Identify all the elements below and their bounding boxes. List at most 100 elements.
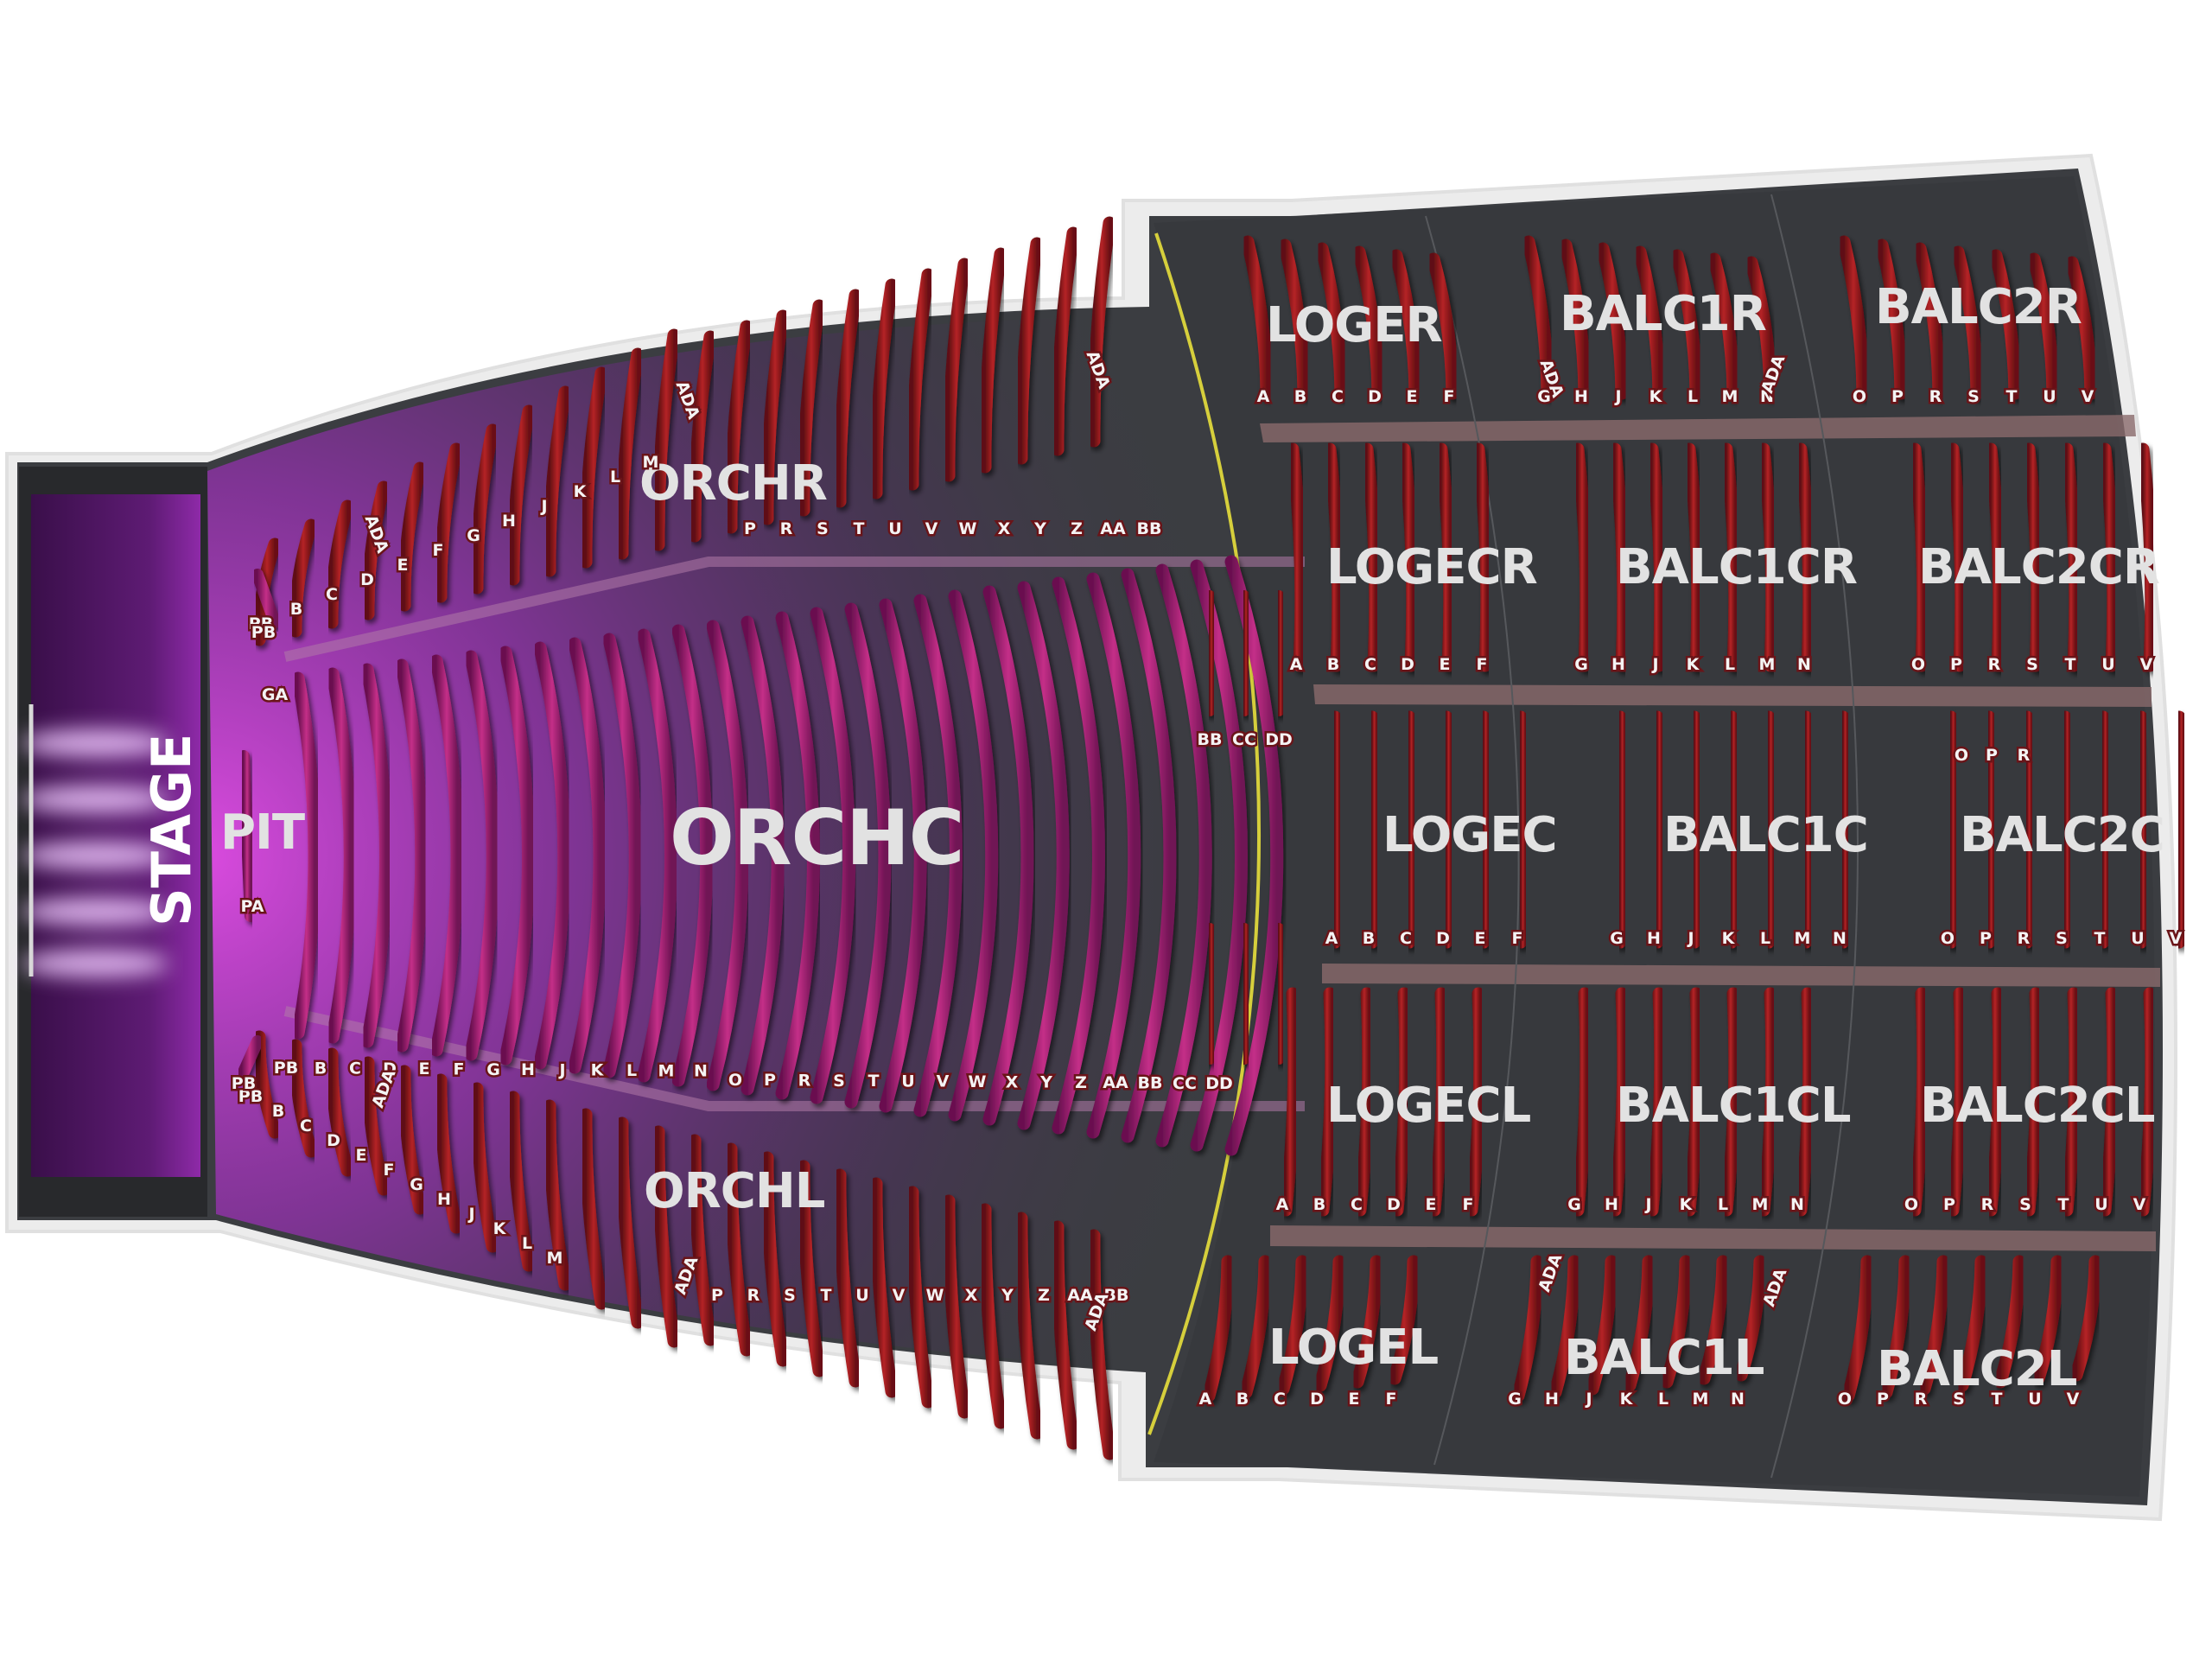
orchr-seat-row[interactable] <box>325 499 354 629</box>
balc2cl-seat-row[interactable] <box>2060 987 2082 1217</box>
orchl-seat-row[interactable] <box>1087 1229 1116 1460</box>
orchl-seat-row[interactable] <box>325 1047 354 1177</box>
loger-seat-row[interactable] <box>1352 245 1385 400</box>
orchc-seat-row[interactable] <box>948 589 999 1122</box>
balc1cr-seat-row[interactable] <box>1645 442 1668 672</box>
section-balc1c-label[interactable]: BALC1C <box>1663 807 1869 863</box>
logecr-seat-row[interactable] <box>1286 442 1308 672</box>
balc1cr-seat-row[interactable] <box>1571 442 1593 672</box>
logecl-seat-row[interactable] <box>1465 987 1487 1217</box>
orchl-seat-row[interactable] <box>869 1177 899 1398</box>
section-balc1l-label[interactable]: BALC1L <box>1564 1330 1765 1386</box>
orchr-seat-row[interactable] <box>397 461 427 612</box>
balc2c-seat-row[interactable] <box>2020 710 2038 949</box>
orchl-seat-row[interactable] <box>543 1099 572 1291</box>
logel-seat-row[interactable] <box>1351 1255 1383 1389</box>
balc2r-seat-row[interactable] <box>1989 249 2022 400</box>
logecr-seat-row[interactable] <box>1471 442 1494 672</box>
orchc-seat-row[interactable] <box>810 607 856 1104</box>
balc1cl-seat-row[interactable] <box>1571 987 1593 1217</box>
balc2l-seat-row[interactable] <box>1879 1255 1912 1399</box>
logecl-seat-row[interactable] <box>1390 987 1413 1217</box>
balc1l-seat-row[interactable] <box>1548 1255 1581 1399</box>
balc2r-seat-row[interactable] <box>2065 256 2098 400</box>
orchl-seat-row[interactable] <box>361 1056 391 1196</box>
orchc-seat-row[interactable] <box>671 624 714 1087</box>
balc1l-seat-row[interactable] <box>1734 1255 1767 1382</box>
orchr-seat-row[interactable] <box>289 518 318 638</box>
pit-seat-row[interactable] <box>236 1035 264 1082</box>
balc1c-seat-row[interactable] <box>1799 710 1817 949</box>
orchr-seat-row[interactable] <box>361 480 391 620</box>
balc1c-seat-row[interactable] <box>1650 710 1669 949</box>
balc2cr-seat-row[interactable] <box>2022 442 2044 672</box>
orchr-seat-row[interactable] <box>724 320 753 534</box>
balc2cl-seat-row[interactable] <box>2136 987 2158 1217</box>
orchc-seat-row[interactable] <box>499 646 535 1066</box>
balc1c-seat-row[interactable] <box>1762 710 1780 949</box>
balc1cl-seat-row[interactable] <box>1794 987 1816 1217</box>
logel-seat-row[interactable] <box>1202 1255 1235 1403</box>
loger-seat-row[interactable] <box>1389 249 1422 400</box>
balc2c-seat-row[interactable] <box>1944 710 1962 949</box>
orchc-seat-row[interactable] <box>775 611 820 1100</box>
balc1c-seat-row[interactable] <box>1725 710 1743 949</box>
balc2cr-seat-row[interactable] <box>1984 442 2006 672</box>
orchr-seat-row[interactable] <box>652 328 681 551</box>
logec-seat-row[interactable] <box>1477 710 1495 949</box>
balc1cr-seat-row[interactable] <box>1608 442 1630 672</box>
balc1l-seat-row[interactable] <box>1586 1255 1618 1396</box>
section-orchr-label[interactable]: ORCHR <box>639 455 828 512</box>
section-logecl-label[interactable]: LOGECL <box>1326 1078 1532 1134</box>
orchc-seat-row[interactable] <box>982 585 1034 1126</box>
orchr-seat-row[interactable] <box>760 309 790 525</box>
orchr-seat-row[interactable] <box>942 258 971 482</box>
orchl-seat-row[interactable] <box>906 1186 935 1409</box>
logecl-seat-row[interactable] <box>1427 987 1450 1217</box>
balc2cr-seat-row[interactable] <box>2060 442 2082 672</box>
balc2cr-seat-row[interactable] <box>2136 442 2158 672</box>
balc1cl-seat-row[interactable] <box>1645 987 1668 1217</box>
balc2l-seat-row[interactable] <box>2069 1255 2102 1382</box>
balc1cl-seat-row[interactable] <box>1682 987 1705 1217</box>
balc2c-seat-row[interactable] <box>2172 710 2190 949</box>
section-pit-label[interactable]: PIT <box>220 805 306 861</box>
section-balc1cr-label[interactable]: BALC1CR <box>1616 539 1858 595</box>
orchc-back-seat-row[interactable] <box>1204 923 1219 1065</box>
section-orchl-label[interactable]: ORCHL <box>644 1163 826 1219</box>
orchc-back-seat-row[interactable] <box>1273 590 1288 716</box>
section-logec-label[interactable]: LOGEC <box>1382 807 1558 863</box>
orchr-seat-row[interactable] <box>978 247 1007 474</box>
logecr-seat-row[interactable] <box>1360 442 1382 672</box>
orchl-seat-row[interactable] <box>506 1091 536 1272</box>
orchc-seat-row[interactable] <box>464 650 499 1061</box>
orchl-seat-row[interactable] <box>942 1194 971 1419</box>
logecr-seat-row[interactable] <box>1434 442 1457 672</box>
orchc-seat-row[interactable] <box>913 594 963 1117</box>
logec-seat-row[interactable] <box>1365 710 1383 949</box>
balc2r-seat-row[interactable] <box>2027 252 2060 400</box>
orchr-seat-row[interactable] <box>833 289 862 508</box>
orchc-seat-row[interactable] <box>602 633 642 1078</box>
logec-seat-row[interactable] <box>1402 710 1421 949</box>
balc2l-seat-row[interactable] <box>1841 1255 1874 1403</box>
logec-seat-row[interactable] <box>1328 710 1346 949</box>
balc1r-seat-row[interactable] <box>1522 235 1554 400</box>
balc2cr-seat-row[interactable] <box>1908 442 1930 672</box>
orchl-seat-row[interactable] <box>1014 1212 1044 1440</box>
section-balc2l-label[interactable]: BALC2L <box>1877 1341 2078 1397</box>
balc2l-seat-row[interactable] <box>1955 1255 1988 1392</box>
orchl-seat-row[interactable] <box>652 1125 681 1348</box>
balc2cl-seat-row[interactable] <box>2098 987 2120 1217</box>
orchr-seat-row[interactable] <box>688 330 717 543</box>
loger-seat-row[interactable] <box>1315 242 1348 400</box>
balc2r-seat-row[interactable] <box>1875 239 1908 400</box>
balc1cr-seat-row[interactable] <box>1794 442 1816 672</box>
orchl-seat-row[interactable] <box>797 1160 826 1377</box>
orchc-seat-row[interactable] <box>360 663 392 1048</box>
orchc-seat-row[interactable] <box>533 641 571 1070</box>
balc2l-seat-row[interactable] <box>1917 1255 1950 1396</box>
balc1l-seat-row[interactable] <box>1511 1255 1544 1403</box>
orchc-seat-row[interactable] <box>1086 572 1141 1139</box>
logec-seat-row[interactable] <box>1440 710 1458 949</box>
